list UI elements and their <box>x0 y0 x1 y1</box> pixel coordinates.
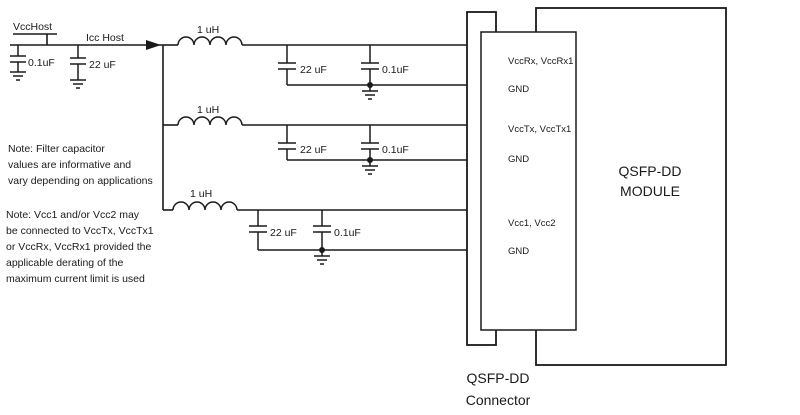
connector-pin-labels: VccRx, VccRx1 GND VccTx, VccTx1 GND Vcc1… <box>508 56 573 257</box>
inductor-symbol <box>177 116 243 126</box>
capacitor-22uf: 22 uF <box>278 45 327 85</box>
note-line: applicable derating of the <box>6 257 123 269</box>
inductor-value-label: 1 uH <box>197 104 219 116</box>
module-label-line2: MODULE <box>620 183 680 199</box>
cap-value-label: 22 uF <box>300 64 327 76</box>
cap-value-label: 0.1uF <box>382 64 409 76</box>
filter-branch-2: 1 uH 22 uF 0.1uF <box>163 104 467 175</box>
ground-symbol <box>362 160 378 175</box>
cap-value-label: 22 uF <box>270 227 297 239</box>
inductor-value-label: 1 uH <box>197 24 219 36</box>
module-label-line1: QSFP-DD <box>619 163 682 179</box>
filter-branch-1: 1 uH 22 uF 0.1uF <box>163 24 467 100</box>
current-direction-arrow-icon <box>146 40 161 50</box>
capacitor-22uf: 22 uF <box>249 210 297 250</box>
module-and-connector: VccRx, VccRx1 GND VccTx, VccTx1 GND Vcc1… <box>466 7 727 408</box>
input-capacitor-0p1uf: 0.1uF <box>10 45 55 81</box>
host-input-section: VccHost Icc Host 0.1uF 22 uF <box>10 21 164 210</box>
connector-label: QSFP-DD Connector <box>466 370 531 408</box>
input-capacitor-22uf: 22 uF <box>70 45 116 89</box>
note-vcc-derating: Note: Vcc1 and/or Vcc2 may be connected … <box>6 209 154 285</box>
inductor-symbol <box>177 36 243 46</box>
module-paddle-card <box>480 31 577 331</box>
capacitor-22uf: 22 uF <box>278 125 327 160</box>
filter-branch-3: 1 uH 22 uF 0.1uF <box>163 188 467 265</box>
ground-symbol <box>362 85 378 100</box>
note-line: vary depending on applications <box>8 175 153 187</box>
connector-label-line1: QSFP-DD <box>467 370 530 386</box>
connector-label-line2: Connector <box>466 392 531 408</box>
ground-symbol <box>70 79 86 89</box>
note-filter-capacitors: Note: Filter capacitor values are inform… <box>8 143 153 187</box>
cap-value-label: 0.1uF <box>28 57 55 69</box>
note-line: be connected to VccTx, VccTx1 <box>6 225 154 237</box>
note-line: Note: Vcc1 and/or Vcc2 may <box>6 209 140 221</box>
note-line: Note: Filter capacitor <box>8 143 105 155</box>
pin-label-vccrx: VccRx, VccRx1 <box>508 56 573 67</box>
inductor-value-label: 1 uH <box>190 188 212 200</box>
vcc-host-label: VccHost <box>13 21 52 33</box>
cap-value-label: 22 uF <box>89 59 116 71</box>
note-line: maximum current limit is used <box>6 273 145 285</box>
note-line: values are informative and <box>8 159 131 171</box>
pin-label-gnd: GND <box>508 84 529 95</box>
pin-label-vcctx: VccTx, VccTx1 <box>508 124 571 135</box>
pin-label-vcc12: Vcc1, Vcc2 <box>508 218 556 229</box>
note-line: or VccRx, VccRx1 provided the <box>6 241 151 253</box>
cap-value-label: 0.1uF <box>382 144 409 156</box>
cap-value-label: 22 uF <box>300 144 327 156</box>
capacitor-0p1uf: 0.1uF <box>361 45 409 85</box>
pin-label-gnd: GND <box>508 154 529 165</box>
icc-host-label: Icc Host <box>86 32 124 44</box>
ground-symbol <box>314 250 330 265</box>
capacitor-0p1uf: 0.1uF <box>361 125 409 160</box>
capacitor-0p1uf: 0.1uF <box>313 210 361 250</box>
inductor-symbol <box>172 201 238 211</box>
pin-label-gnd: GND <box>508 246 529 257</box>
ground-symbol <box>10 71 26 81</box>
module-label: QSFP-DD MODULE <box>619 163 682 199</box>
cap-value-label: 0.1uF <box>334 227 361 239</box>
